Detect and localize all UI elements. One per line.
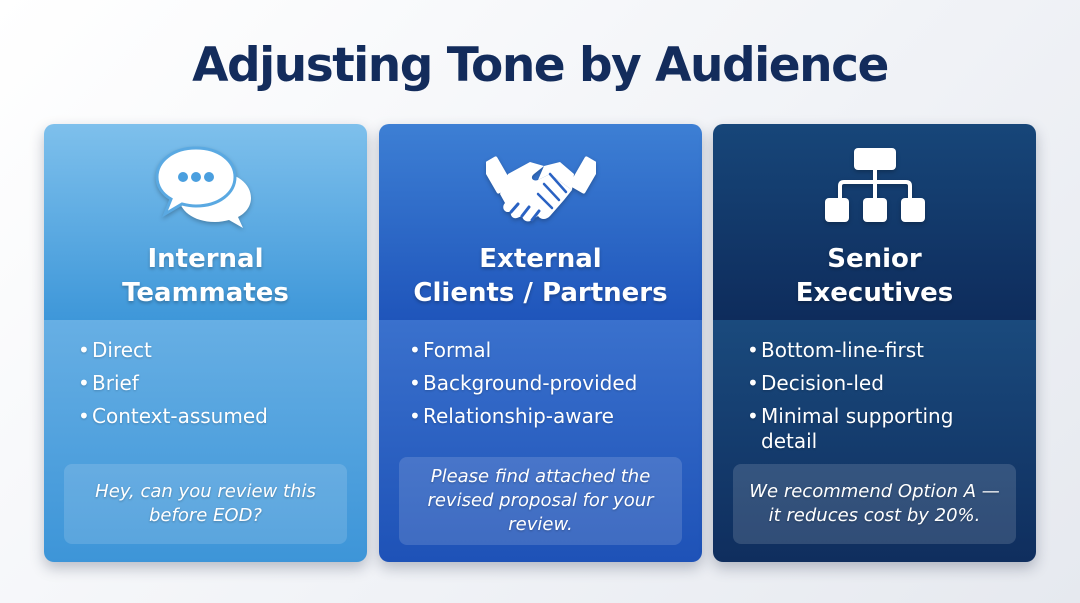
trait-list: Direct Brief Context-assumed — [78, 334, 268, 433]
example-quote: Hey, can you review this before EOD? — [64, 464, 347, 544]
trait-list: Formal Background-provided Relationship-… — [409, 334, 637, 433]
list-item: Bottom-line-first — [747, 334, 953, 367]
page-title: Adjusting Tone by Audience — [192, 38, 889, 93]
list-item: Background-provided — [409, 367, 637, 400]
list-item: Direct — [78, 334, 268, 367]
card-header: External Clients / Partners — [379, 124, 702, 320]
list-item: Context-assumed — [78, 400, 268, 433]
org-chart-icon — [820, 144, 930, 230]
card-title: Internal Teammates — [122, 244, 289, 308]
card-senior-executives: Senior Executives Bottom-line-first Deci… — [713, 124, 1036, 562]
trait-list: Bottom-line-first Decision-led Minimal s… — [747, 334, 953, 453]
card-title: External Clients / Partners — [413, 244, 668, 308]
example-quote: Please find attached the revised proposa… — [399, 457, 682, 545]
card-external-clients: External Clients / Partners Formal Backg… — [379, 124, 702, 562]
card-header: Senior Executives — [713, 124, 1036, 320]
card-body: Direct Brief Context-assumed Hey, can yo… — [44, 320, 367, 562]
card-header: Internal Teammates — [44, 124, 367, 320]
card-body: Bottom-line-first Decision-led Minimal s… — [713, 320, 1036, 562]
list-item: Relationship-aware — [409, 400, 637, 433]
chat-bubbles-icon — [151, 144, 261, 230]
list-item: Formal — [409, 334, 637, 367]
list-item: Decision-led — [747, 367, 953, 400]
list-item: Brief — [78, 367, 268, 400]
card-internal-teammates: Internal Teammates Direct Brief Context-… — [44, 124, 367, 562]
card-body: Formal Background-provided Relationship-… — [379, 320, 702, 562]
example-quote: We recommend Option A — it reduces cost … — [733, 464, 1016, 544]
card-title: Senior Executives — [795, 244, 954, 308]
handshake-icon — [480, 144, 601, 230]
